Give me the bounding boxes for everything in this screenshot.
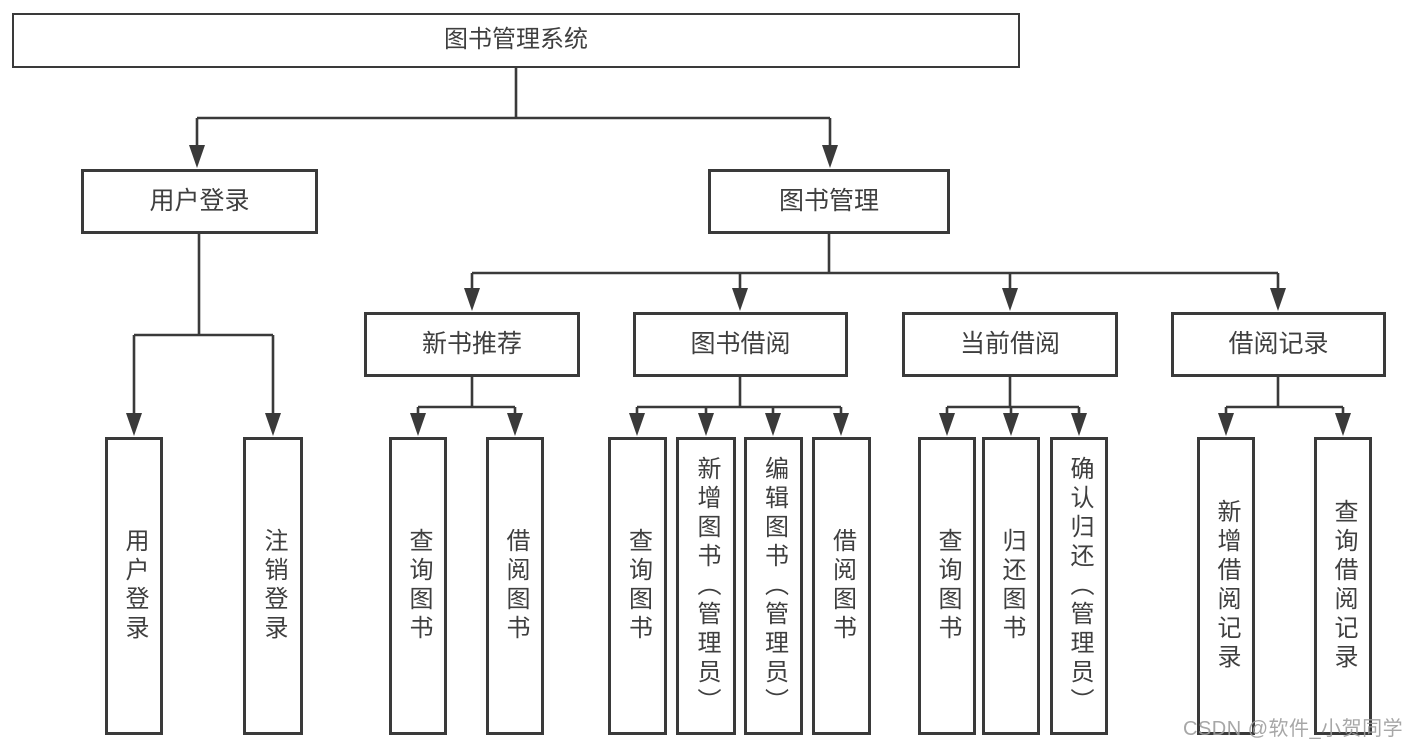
leaf-add-books-admin: 新增图书（管理员） xyxy=(676,437,736,735)
node-label: 当前借阅 xyxy=(959,329,1060,358)
node-label: 新增图书（管理员） xyxy=(693,455,720,717)
node-label: 查询图书 xyxy=(405,528,432,644)
node-new-book-recommendation: 新书推荐 xyxy=(364,312,580,377)
connector-currentborrow-to-leaves xyxy=(945,377,1081,418)
connector-borrowrecords-to-leaves xyxy=(1224,377,1345,418)
leaf-return-books: 归还图书 xyxy=(982,437,1040,735)
node-label: 查询借阅记录 xyxy=(1330,499,1357,673)
leaf-search-books-recommend: 查询图书 xyxy=(389,437,447,735)
node-user-login: 用户登录 xyxy=(81,169,318,234)
arrowhead xyxy=(1003,413,1019,436)
node-label: 用户登录 xyxy=(121,528,148,644)
arrowhead xyxy=(732,288,748,311)
connector-userlogin-to-leaves xyxy=(132,234,275,418)
arrowhead xyxy=(939,413,955,436)
node-label: 归还图书 xyxy=(998,528,1025,644)
connector-bookmgmt-to-level3 xyxy=(470,234,1280,293)
leaf-confirm-return-admin: 确认归还（管理员） xyxy=(1050,437,1108,735)
arrowhead xyxy=(765,413,781,436)
leaf-logout: 注销登录 xyxy=(243,437,303,735)
leaf-search-books-borrow: 查询图书 xyxy=(608,437,667,735)
node-label: 图书管理 xyxy=(778,186,879,215)
arrowhead xyxy=(833,413,849,436)
arrowhead xyxy=(126,413,142,436)
node-label: 图书借阅 xyxy=(690,329,791,358)
leaf-edit-books-admin: 编辑图书（管理员） xyxy=(744,437,803,735)
connector-root-to-level2 xyxy=(195,68,832,150)
arrowhead xyxy=(822,145,838,168)
node-borrowing-records: 借阅记录 xyxy=(1171,312,1386,377)
node-label: 查询图书 xyxy=(934,528,961,644)
node-label: 编辑图书（管理员） xyxy=(760,455,788,717)
node-label: 借阅图书 xyxy=(828,528,856,644)
connector-newbook-to-leaves xyxy=(416,377,517,418)
csdn-watermark: CSDN @软件_小贺同学 xyxy=(1183,718,1404,740)
node-label: 借阅记录 xyxy=(1228,329,1329,358)
node-label: 借阅图书 xyxy=(502,528,529,644)
leaf-search-books-current: 查询图书 xyxy=(918,437,976,735)
arrowhead xyxy=(1218,413,1234,436)
arrowhead xyxy=(507,413,523,436)
node-label: 查询图书 xyxy=(624,528,652,644)
arrowhead xyxy=(464,288,480,311)
node-label: 新增借阅记录 xyxy=(1213,499,1240,673)
node-book-borrowing: 图书借阅 xyxy=(633,312,848,377)
node-label: 注销登录 xyxy=(260,528,287,644)
leaf-borrow-books-recommend: 借阅图书 xyxy=(486,437,544,735)
arrowhead xyxy=(1071,413,1087,436)
arrowhead xyxy=(410,413,426,436)
node-book-management: 图书管理 xyxy=(708,169,950,234)
leaf-search-borrow-record: 查询借阅记录 xyxy=(1314,437,1372,735)
arrowhead xyxy=(1335,413,1351,436)
leaf-add-borrow-record: 新增借阅记录 xyxy=(1197,437,1255,735)
node-label: 用户登录 xyxy=(149,186,250,215)
arrowhead xyxy=(265,413,281,436)
arrowhead xyxy=(189,145,205,168)
arrowhead xyxy=(629,413,645,436)
leaf-user-login: 用户登录 xyxy=(105,437,163,735)
node-current-borrowing: 当前借阅 xyxy=(902,312,1118,377)
arrowhead xyxy=(1270,288,1286,311)
connector-bookborrow-to-leaves xyxy=(635,377,843,418)
arrowhead xyxy=(1002,288,1018,311)
node-label: 新书推荐 xyxy=(421,329,522,358)
arrowhead xyxy=(698,413,714,436)
node-label: 确认归还（管理员） xyxy=(1066,455,1093,717)
leaf-borrow-books: 借阅图书 xyxy=(812,437,871,735)
node-label: 图书管理系统 xyxy=(444,26,588,54)
node-library-management-system: 图书管理系统 xyxy=(12,13,1020,68)
